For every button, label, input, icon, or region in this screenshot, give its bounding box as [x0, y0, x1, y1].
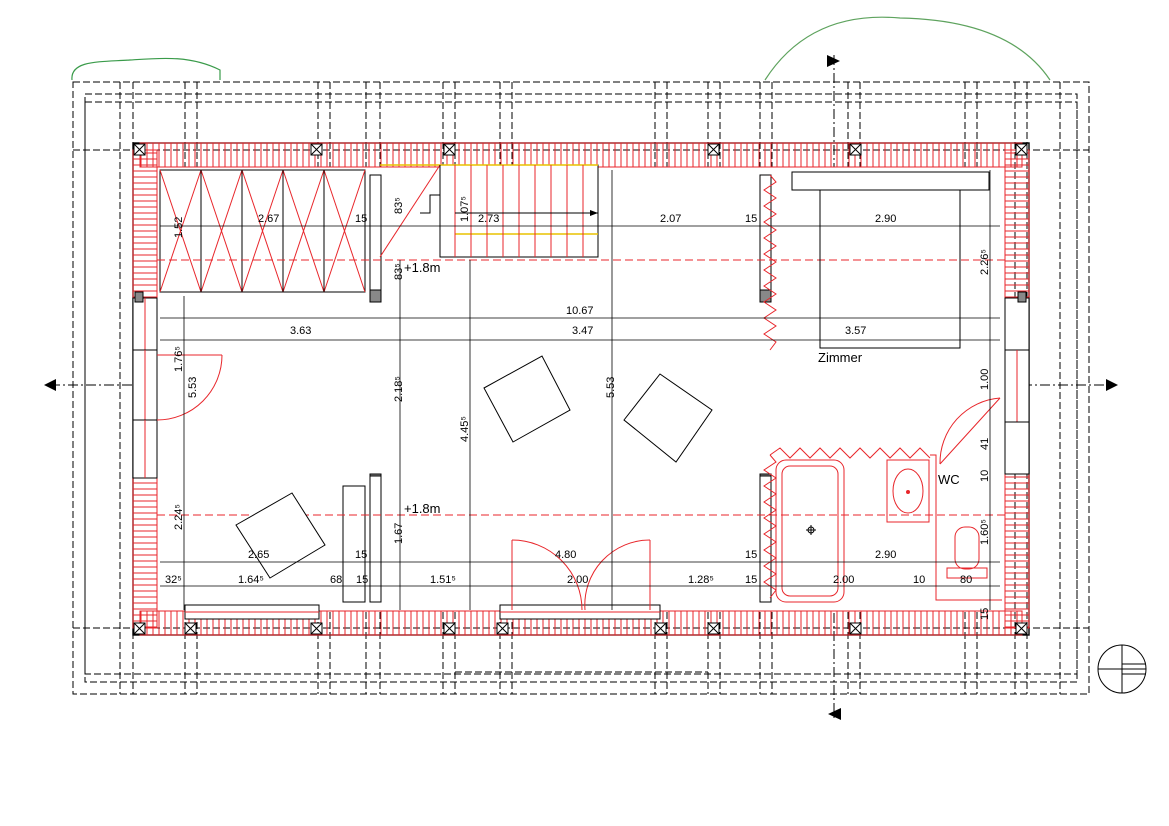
dim-v-10: 10 [979, 470, 991, 482]
dim-v-4-45: 4.45⁵ [459, 416, 471, 442]
dim-bot-b11: 80 [960, 574, 972, 586]
level-label-bottom: +1.8m [404, 501, 441, 516]
wardrobe [159, 169, 366, 293]
north-arc [764, 16, 1051, 81]
dimension-lines [160, 170, 1000, 610]
dim-bot-b4: 15 [356, 574, 368, 586]
north-arrow-icon [1097, 644, 1147, 694]
dim-bot-b9: 2.00 [833, 574, 854, 586]
dim-mid-2: 3.47 [572, 325, 593, 337]
dim-v-2-24: 2.24⁵ [173, 504, 185, 530]
dim-top-6: 2.90 [875, 213, 896, 225]
dim-bot-b7: 1.28⁵ [688, 574, 714, 586]
dim-v-1-67: 1.67 [393, 523, 405, 544]
room-label-wc: WC [938, 472, 960, 487]
dim-v-5-53-left: 5.53 [187, 377, 199, 398]
dim-bot-a2: 15 [355, 549, 367, 561]
dim-bot-a5: 2.90 [875, 549, 896, 561]
dim-bot-b8: 15 [745, 574, 757, 586]
dim-mid-1: 3.63 [290, 325, 311, 337]
dim-v-15: 15 [979, 608, 991, 620]
dim-bot-b5: 1.51⁵ [430, 574, 456, 586]
dim-v-1-76: 1.76⁵ [173, 346, 185, 372]
dim-v-1-60: 1.60⁵ [979, 519, 991, 545]
drain-icon [806, 525, 816, 535]
dim-bot-a1: 2.65 [248, 549, 269, 561]
dim-bot-b3: 68 [330, 574, 342, 586]
dim-v-2-26: 2.26⁵ [979, 249, 991, 275]
dim-bot-a3: 4.80 [555, 549, 576, 561]
windows [132, 297, 1030, 620]
dim-bot-a4: 15 [745, 549, 757, 561]
dim-bot-b2: 1.64⁵ [238, 574, 264, 586]
dimension-labels: 2.67 15 2.73 2.07 15 2.90 10.67 3.63 3.4… [165, 196, 991, 620]
dim-mid-3: 3.57 [845, 325, 866, 337]
staircase [379, 164, 598, 258]
dim-v-83-top: 83⁵ [393, 197, 405, 214]
sketch-scribble [71, 57, 221, 81]
dim-v-5-53-mid: 5.53 [605, 377, 617, 398]
dim-top-1: 2.67 [258, 213, 279, 225]
dim-v-1-52: 1.52 [173, 217, 185, 238]
dim-v-41: 41 [979, 438, 991, 450]
bed [791, 171, 990, 349]
dim-top-4: 2.07 [660, 213, 681, 225]
dim-top-5: 15 [745, 213, 757, 225]
dim-v-83-bot: 83⁵ [393, 263, 405, 280]
partitions [342, 164, 772, 603]
level-lines [157, 259, 1005, 516]
dim-v-1-00: 1.00 [979, 369, 991, 390]
bathroom-fixtures [775, 454, 1002, 603]
section-marker-icon [44, 55, 1118, 720]
dim-top-3: 2.73 [478, 213, 499, 225]
dim-bot-b1: 32⁵ [165, 574, 182, 586]
dim-v-1-07: 1.07⁵ [459, 196, 471, 222]
dim-overall: 10.67 [566, 305, 594, 317]
level-label-top: +1.8m [404, 260, 441, 275]
dim-top-2: 15 [355, 213, 367, 225]
dim-bot-b6: 2.00 [567, 574, 588, 586]
dim-bot-b10: 10 [913, 574, 925, 586]
column-markers [133, 143, 1028, 635]
room-label-zimmer: Zimmer [818, 350, 863, 365]
furniture-tables [235, 355, 713, 579]
dim-v-2-18: 2.18⁵ [393, 376, 405, 402]
